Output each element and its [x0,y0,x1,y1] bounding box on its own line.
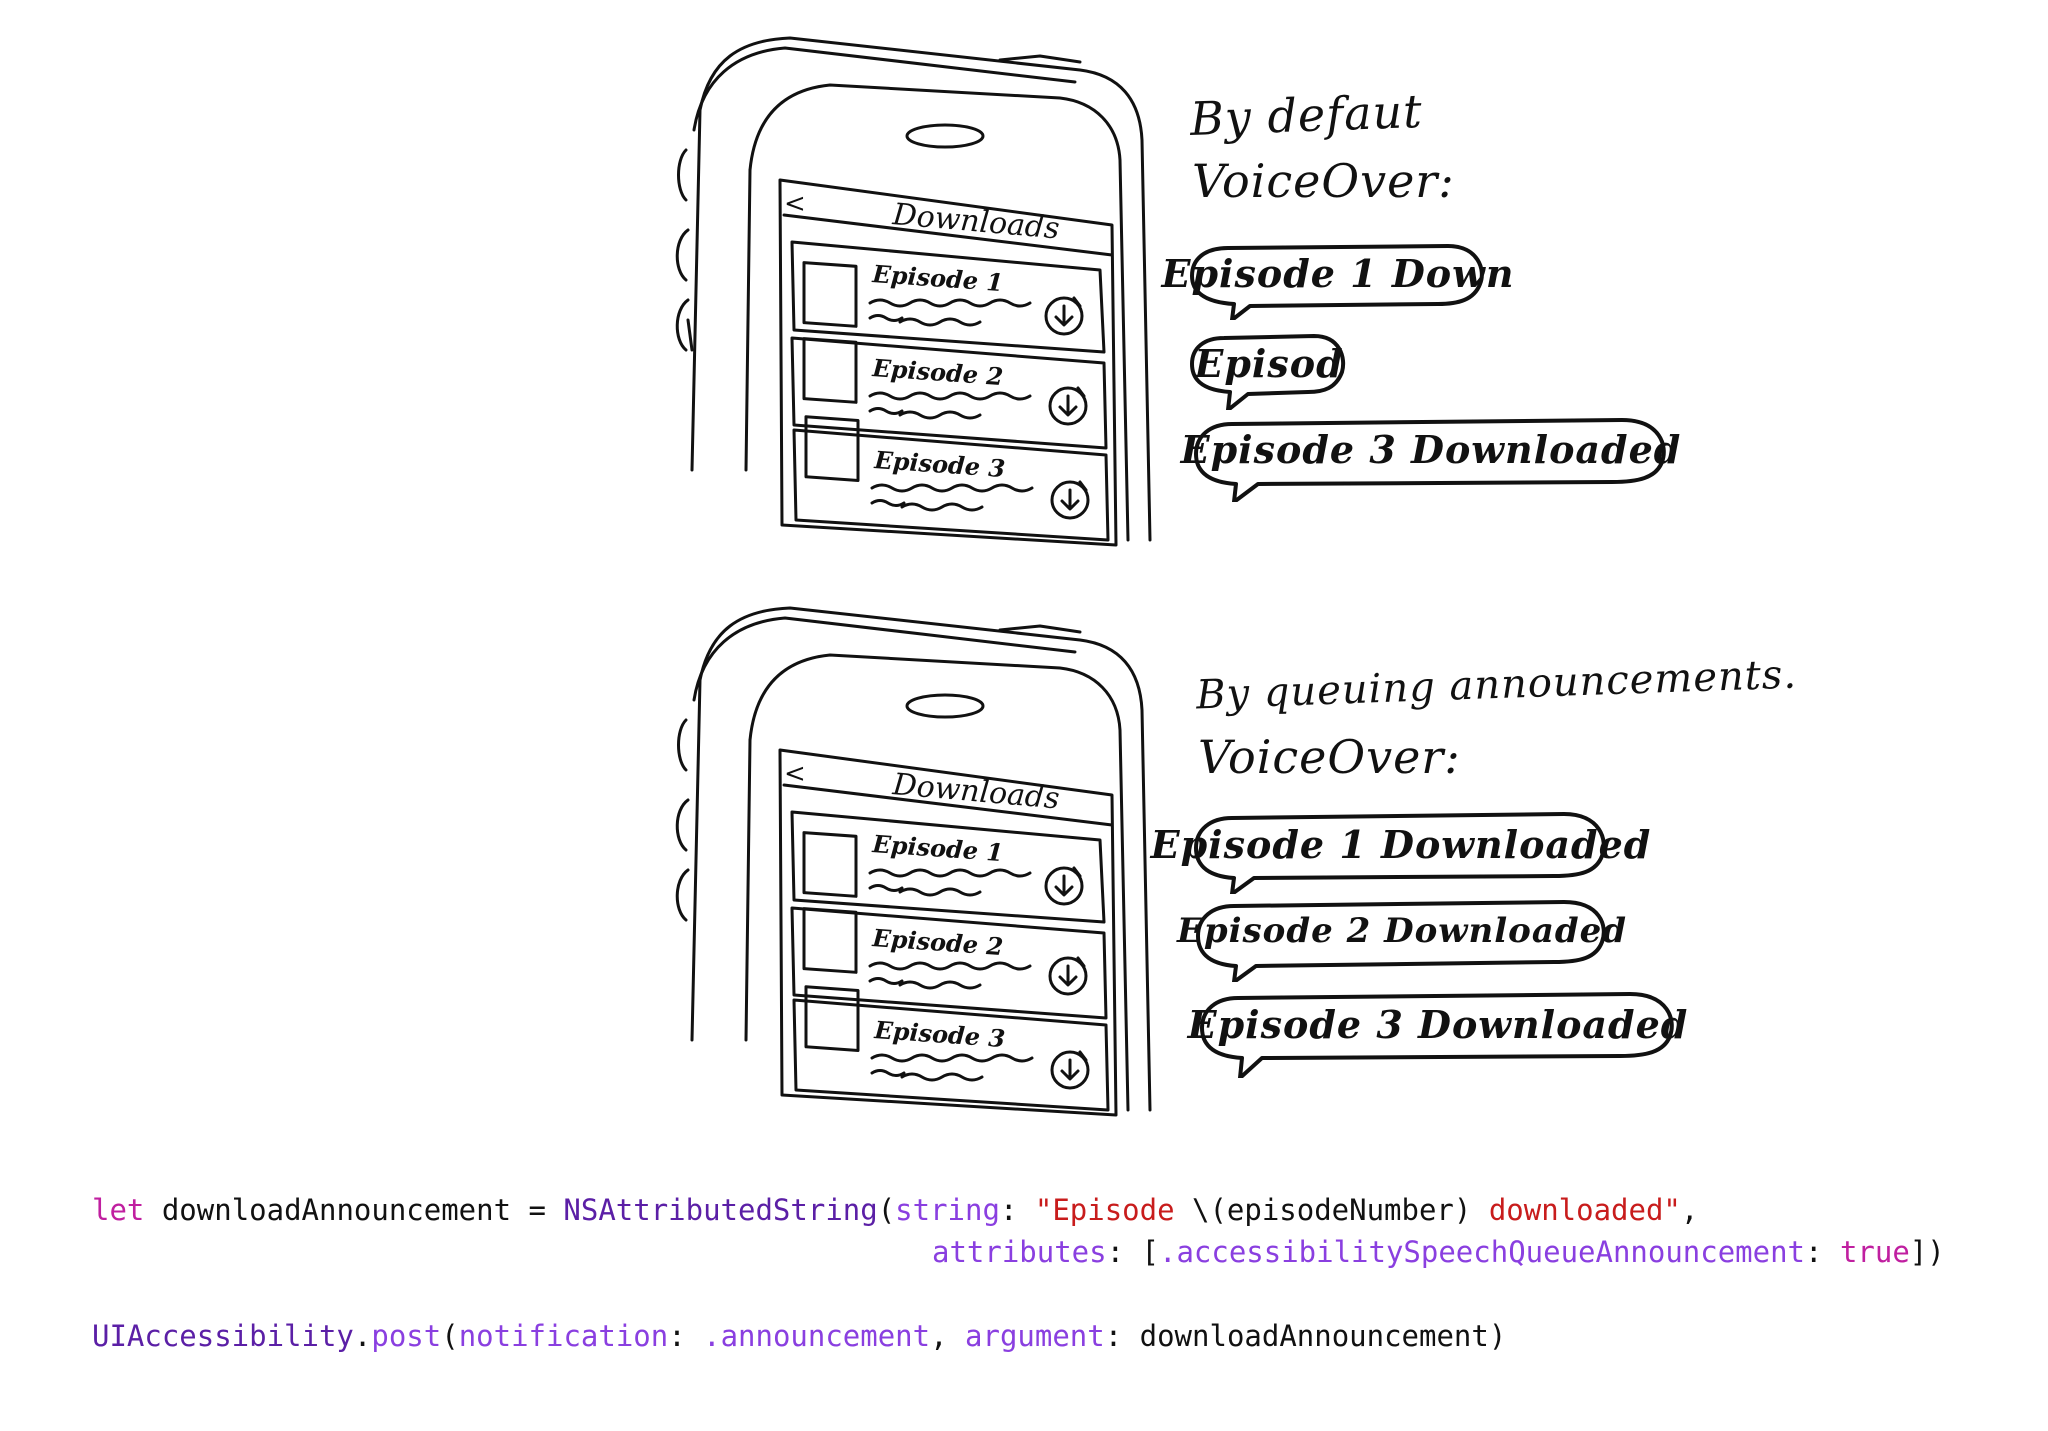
code-interpolation: \(episodeNumber) [1192,1193,1489,1227]
code-punctuation: ]) [1909,1235,1945,1269]
bubble-text: Episode 1 Down [1161,250,1515,296]
speech-bubble: Episode 3 Downloaded [1180,412,1682,504]
code-punctuation: : [1104,1319,1140,1353]
code-line-3: UIAccessibility.post(notification: .anno… [92,1322,1506,1351]
bubble-text: Episod [1194,340,1344,386]
speech-bubble: Episode 1 Down [1161,240,1515,322]
code-variable: downloadAnnouncement = [144,1193,564,1227]
code-punctuation: : [668,1319,704,1353]
code-line-2: attributes: [.accessibilitySpeechQueueAn… [932,1238,1945,1267]
caption-default-line2: VoiceOver: [1192,154,1455,208]
code-string: "Episode [1034,1193,1192,1227]
code-punctuation: . [353,1319,372,1353]
bubble-text: Episode 3 Downloaded [1180,426,1682,472]
speech-bubble-outline [1190,334,1346,412]
back-glyph: < [784,189,806,219]
speech-bubble: Episode 1 Downloaded [1150,808,1652,896]
code-parameter: notification [458,1319,669,1353]
code-enum-value: .announcement [703,1319,931,1353]
caption-queued-line1: By queuing announcements. [1195,651,1798,719]
code-punctuation: : [ [1106,1235,1159,1269]
bubble-text: Episode 3 Downloaded [1187,1001,1689,1047]
speech-bubble-outline [1194,812,1606,896]
caption-default-line1: By defaut [1189,83,1424,147]
speech-bubble-outline [1190,244,1484,322]
code-parameter: attributes [932,1235,1107,1269]
speech-bubble: Episode 2 Downloaded [1176,896,1628,984]
code-punctuation: : [1805,1235,1840,1269]
code-type: NSAttributedString [563,1193,878,1227]
episode-label: Episode 1 [871,259,1005,297]
code-attribute-key: .accessibilitySpeechQueueAnnouncement [1159,1235,1806,1269]
code-string: downloaded" [1488,1193,1681,1227]
episode-label: Episode 3 [873,445,1007,483]
code-parameter: argument [965,1319,1105,1353]
speech-bubble-outline [1196,900,1606,984]
code-punctuation: ( [877,1193,896,1227]
screen-title: Downloads [890,197,1061,247]
screen-title: Downloads [890,767,1061,817]
phone-illustration: < Downloads Episode 1 Episode 2 Episode … [675,606,1152,1117]
bubble-text: Episode 1 Downloaded [1150,821,1652,867]
phone-illustration: < Downloads Episode 1 Episode 2 Episode … [675,36,1152,547]
code-line-1: let downloadAnnouncement = NSAttributedS… [92,1196,1698,1225]
code-punctuation: , [1680,1193,1699,1227]
phone-sketch-queued: < Downloads Episode 1 Episode 2 Episode … [675,600,1160,1120]
code-argument: downloadAnnouncement) [1139,1319,1507,1353]
speech-bubble: Episod [1188,330,1350,412]
code-parameter: string [895,1193,1000,1227]
code-punctuation: : [999,1193,1035,1227]
code-punctuation: , [930,1319,966,1353]
code-type: UIAccessibility [92,1319,354,1353]
code-keyword: let [92,1193,145,1227]
bubble-text: Episode 2 Downloaded [1176,911,1628,951]
speech-bubble-outline [1194,418,1666,504]
speech-bubble-outline [1200,992,1674,1080]
episode-label: Episode 2 [871,923,1005,961]
code-punctuation: ( [441,1319,459,1353]
phone-sketch-default: < Downloads Episode 1 Episode 2 Episode … [675,30,1160,550]
episode-label: Episode 2 [871,353,1005,391]
caption-queued-line2: VoiceOver: [1198,730,1461,784]
episode-label: Episode 3 [873,1015,1007,1053]
code-keyword: true [1839,1235,1910,1269]
code-method: post [371,1319,442,1353]
back-glyph: < [784,759,806,789]
speech-bubble: Episode 3 Downloaded [1187,986,1689,1080]
episode-label: Episode 1 [871,829,1005,867]
